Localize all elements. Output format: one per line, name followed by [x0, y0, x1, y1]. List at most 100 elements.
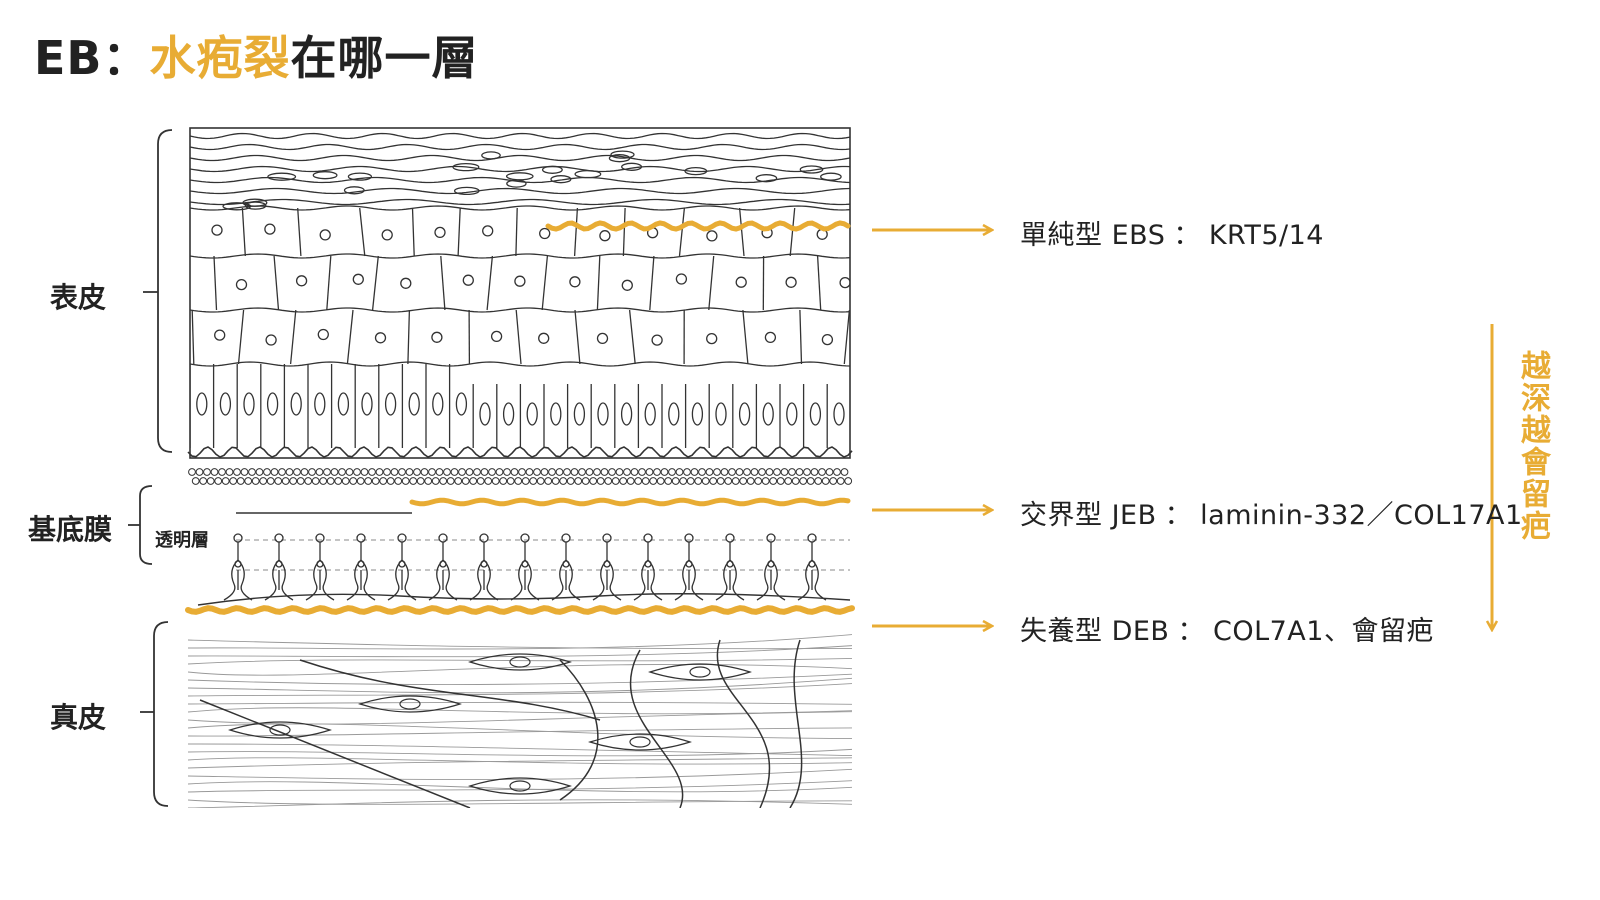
bead — [690, 468, 699, 476]
bead — [765, 468, 774, 476]
bead — [630, 468, 639, 476]
bead — [398, 468, 406, 476]
bead — [289, 477, 298, 485]
cell-nucleus — [764, 331, 777, 344]
deb-annotation: 失養型 DEB：COL7A1、會留疤 — [1020, 609, 1434, 648]
bead — [349, 477, 358, 485]
bead — [769, 477, 778, 485]
flattened-cell-nucleus — [541, 165, 563, 174]
deb-cleavage-line — [185, 605, 855, 615]
collagen-fiber — [188, 748, 852, 757]
bead — [735, 468, 744, 476]
anchoring-filament — [264, 542, 294, 601]
bead — [671, 477, 680, 485]
anchoring-filament — [510, 542, 540, 601]
filament-node — [644, 560, 652, 568]
filament-node — [603, 560, 611, 568]
bead — [371, 477, 380, 485]
flattened-cell-nucleus — [452, 162, 480, 172]
bead — [581, 477, 590, 485]
bead — [634, 477, 643, 485]
flattened-cell-nucleus — [453, 186, 480, 196]
bead — [701, 477, 710, 485]
collagen-fiber — [188, 645, 852, 658]
basal-cell-nucleus — [668, 402, 680, 426]
fibroblast-nucleus — [269, 724, 291, 736]
hemidesmosome — [315, 533, 325, 543]
bead — [293, 468, 301, 476]
corneum-line — [190, 143, 850, 151]
bead — [788, 468, 796, 476]
bead — [836, 477, 845, 485]
bead — [315, 468, 324, 476]
cell-nucleus — [539, 227, 551, 240]
flattened-cell-nucleus — [481, 151, 501, 160]
bead — [465, 468, 474, 476]
bead — [266, 477, 275, 485]
cell-wall — [515, 207, 518, 257]
flattened-cell-nucleus — [610, 150, 635, 159]
basement-membrane-label: 基底膜 — [28, 513, 113, 546]
cell-nucleus — [599, 230, 611, 242]
flattened-cell-nucleus — [244, 201, 267, 210]
collagen-fiber — [188, 657, 852, 665]
cell-wall — [241, 207, 246, 257]
collagen-fiber — [188, 757, 852, 769]
bead — [596, 477, 605, 485]
cell-wall — [622, 207, 626, 257]
bead — [510, 468, 519, 476]
bead — [739, 477, 748, 485]
bead — [840, 468, 849, 476]
cell-nucleus — [214, 329, 226, 341]
fibroblast-nucleus — [509, 780, 531, 792]
bead — [285, 468, 294, 476]
collagen-fiber — [188, 707, 852, 715]
bead — [574, 477, 583, 485]
bead — [439, 477, 448, 485]
ebs-annotation: 單純型 EBS：KRT5/14 — [1020, 213, 1324, 252]
hemidesmosome — [725, 533, 735, 543]
bead — [214, 477, 223, 485]
bead — [810, 468, 819, 476]
collagen-fiber — [188, 683, 852, 697]
collagen-fiber — [188, 701, 852, 705]
cell-nucleus — [877, 223, 887, 233]
anchoring-filament — [592, 542, 622, 601]
bead — [345, 468, 354, 476]
bead — [743, 468, 751, 476]
bead — [525, 468, 534, 476]
filament-node — [767, 560, 775, 568]
fibroblast — [648, 663, 752, 681]
cell-nucleus — [265, 334, 277, 346]
flattened-cell-nucleus — [574, 169, 602, 179]
bead — [491, 477, 500, 485]
bead — [585, 468, 594, 476]
anchoring-filament — [428, 542, 458, 601]
bead — [446, 477, 455, 485]
epidermis-outline — [189, 127, 851, 459]
bead — [308, 468, 316, 476]
cell-nucleus — [821, 333, 834, 346]
basal-cell-nucleus — [573, 402, 586, 426]
hemidesmosome — [807, 533, 817, 543]
bead — [409, 477, 418, 485]
jeb-cleavage-line — [409, 497, 851, 507]
bead — [473, 468, 481, 476]
bead — [686, 477, 695, 485]
cell-wall — [457, 207, 461, 257]
bead — [203, 468, 211, 476]
filament-node — [480, 560, 488, 568]
filament-node — [234, 560, 242, 568]
basal-cell-nucleus — [290, 392, 302, 416]
bead — [668, 468, 676, 476]
hemidesmosome — [684, 533, 694, 543]
cell-wall — [407, 309, 411, 365]
flattened-cell-nucleus — [799, 165, 824, 174]
cell-wall — [878, 256, 880, 310]
bead — [443, 468, 451, 476]
cell-wall — [742, 309, 749, 365]
dermis-layer — [188, 634, 852, 808]
cell-nucleus — [839, 276, 850, 289]
bead — [544, 477, 553, 485]
bead — [656, 477, 665, 485]
